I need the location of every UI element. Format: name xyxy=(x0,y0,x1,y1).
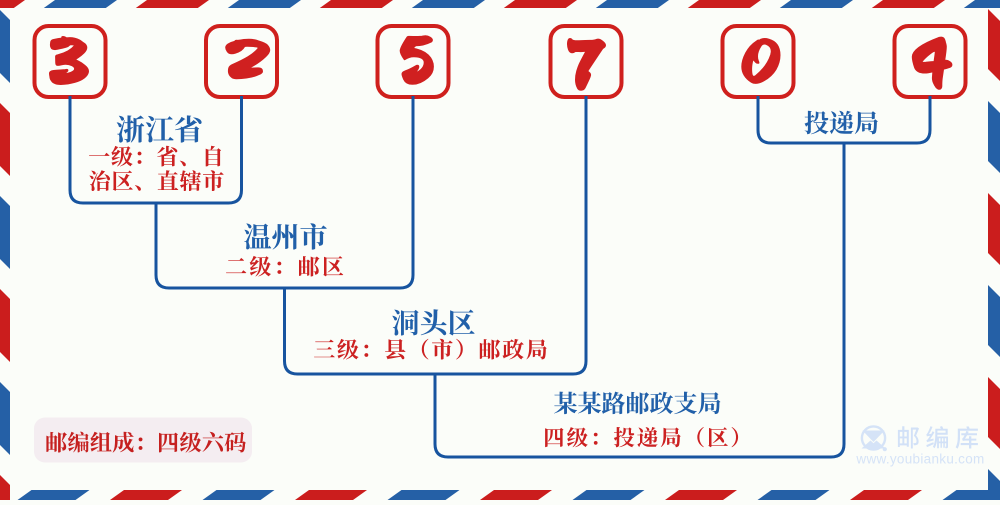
svg-text:www.youbianku.com: www.youbianku.com xyxy=(855,452,984,467)
